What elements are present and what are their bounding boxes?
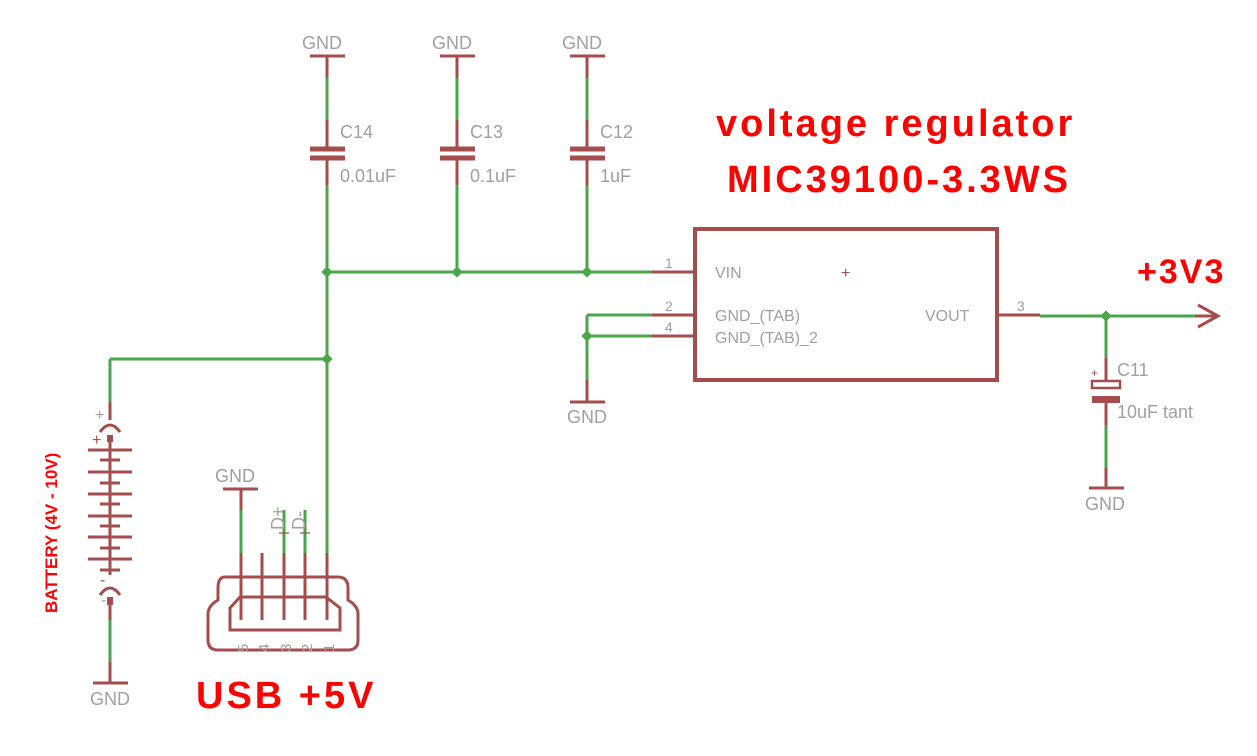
pin-name: GND_(TAB) [715,308,800,325]
polarity-plus: + [95,407,104,424]
origin-marker: + [841,265,850,282]
gnd-label: GND [302,33,342,53]
title-line2: MIC39100-3.3WS [727,159,1071,201]
gnd-label: GND [215,466,255,486]
cap-ref: C14 [340,122,373,142]
regulator-ground: GND [567,313,652,427]
junction [581,330,593,342]
cap-value: 1uF [600,166,631,186]
net-label-3v3: +3V3 [1137,253,1225,291]
gnd-label: GND [432,33,472,53]
cap-value: 0.01uF [340,166,396,186]
gnd-label: GND [1085,494,1125,514]
junction [321,353,333,365]
pin-number: 4 [665,319,673,335]
cap-value: 0.1uF [470,166,516,186]
battery-label: BATTERY (4V - 10V) [42,453,61,613]
dminus-label: D- [289,511,309,530]
junction [321,266,333,278]
capacitor-c14[interactable]: GND C14 0.01uF [302,33,396,186]
title-line1: voltage regulator [716,103,1075,145]
capacitor-c12[interactable]: GND C12 1uF [562,33,633,186]
pin-number: 2 [665,298,673,314]
pin-number: 4 [256,644,273,652]
vin-net [108,185,652,540]
regulator-body [693,227,999,382]
junction [451,266,463,278]
usb-inner [228,595,342,632]
output-net[interactable]: +3V3 [1040,253,1225,329]
cap-value: 10uF tant [1117,402,1193,422]
polarity-minus-symbol: - [100,572,105,589]
capacitor-c11[interactable]: + C11 10uF tant GND [1085,316,1193,514]
gnd-label: GND [90,689,130,709]
pin-name: VOUT [925,308,970,325]
cap-ref: C11 [1117,360,1149,380]
pin-number: 3 [1017,298,1025,314]
usb-label: USB +5V [196,675,376,717]
gnd-label: GND [567,407,607,427]
polarity-plus-symbol: + [92,432,101,449]
regulator[interactable]: 1 2 4 3 VIN GND_(TAB) GND_(TAB)_2 VOUT + [652,227,1040,382]
pin-number: 5 [235,644,252,652]
pin-number: 2 [299,644,316,652]
terminal-arc [98,586,122,596]
pin-name: GND_(TAB)_2 [715,330,818,347]
usb-outline [206,575,360,652]
tant-plate-positive [1090,379,1122,390]
dplus-label: D+ [268,506,288,530]
terminal-arc [98,423,122,433]
pin-number: 3 [278,644,295,652]
pin-number: 1 [321,644,338,652]
polarity-minus: - [101,592,106,609]
cap-ref: C13 [470,122,503,142]
cap-ref: C12 [600,122,633,142]
pin-number: 1 [665,255,673,271]
pin-name: VIN [715,265,742,282]
usb-connector[interactable]: GND D+ D- 5 4 3 2 1 USB +5V [196,466,376,717]
supply-arrow-icon [1197,303,1222,329]
gnd-label: GND [562,33,602,53]
tant-plate-negative [1092,396,1120,403]
battery[interactable]: GND + + - - BATTERY (4V - 10V) [42,402,132,709]
capacitor-c13[interactable]: GND C13 0.1uF [432,33,516,186]
junction [581,266,593,278]
polarity-plus: + [1091,366,1098,380]
